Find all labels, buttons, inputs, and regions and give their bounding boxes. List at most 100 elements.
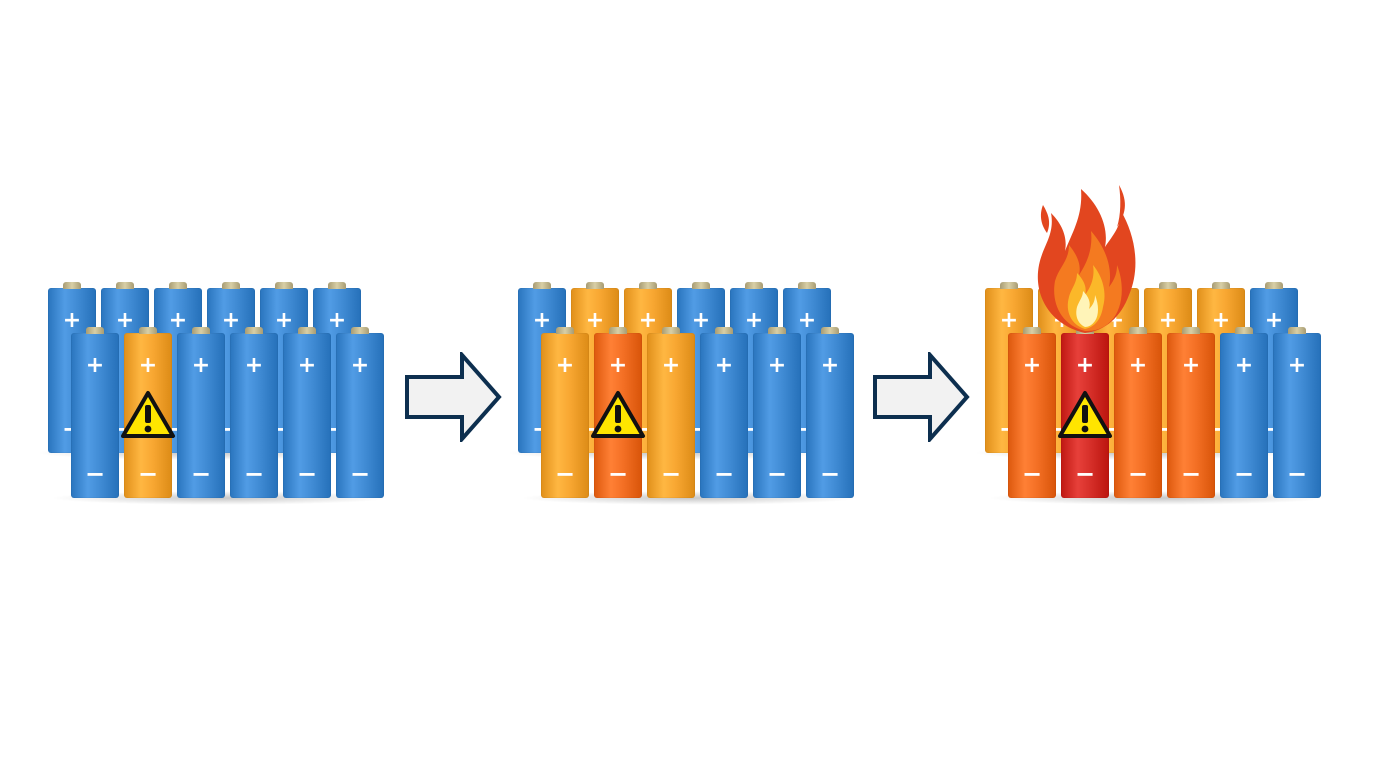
positive-sign: +: [1287, 353, 1307, 378]
warning-triangle-icon: [121, 391, 175, 438]
battery-cell-front: +−: [647, 327, 695, 498]
negative-sign: −: [190, 460, 212, 488]
battery-cell-front: +−: [541, 327, 589, 498]
battery-terminal-cap: [1159, 282, 1177, 289]
battery-terminal-cap: [86, 327, 104, 334]
battery-terminal-cap: [1288, 327, 1306, 334]
positive-sign: +: [115, 308, 135, 333]
battery-terminal-cap: [715, 327, 733, 334]
positive-sign: +: [820, 353, 840, 378]
battery-cell-front: +−: [806, 327, 854, 498]
positive-sign: +: [244, 353, 264, 378]
battery-cell-front: +−: [1008, 327, 1056, 498]
negative-sign: −: [607, 460, 629, 488]
positive-sign: +: [1075, 353, 1095, 378]
positive-sign: +: [297, 353, 317, 378]
battery-terminal-cap: [1212, 282, 1230, 289]
negative-sign: −: [137, 460, 159, 488]
battery-cell-front: +−: [1167, 327, 1215, 498]
negative-sign: −: [1286, 460, 1308, 488]
battery-terminal-cap: [586, 282, 604, 289]
warning-triangle-icon: [1058, 391, 1112, 438]
battery-terminal-cap: [1023, 327, 1041, 334]
positive-sign: +: [274, 308, 294, 333]
battery-terminal-cap: [768, 327, 786, 334]
positive-sign: +: [221, 308, 241, 333]
positive-sign: +: [1211, 308, 1231, 333]
negative-sign: −: [1074, 460, 1096, 488]
right-arrow-icon: [405, 352, 502, 442]
battery-cell-front: +−: [336, 327, 384, 498]
fire-icon: [1037, 185, 1136, 333]
positive-sign: +: [1158, 308, 1178, 333]
right-arrow-icon: [873, 352, 970, 442]
battery-terminal-cap: [533, 282, 551, 289]
positive-sign: +: [1128, 353, 1148, 378]
battery-terminal-cap: [351, 327, 369, 334]
negative-sign: −: [296, 460, 318, 488]
battery-terminal-cap: [1000, 282, 1018, 289]
positive-sign: +: [1234, 353, 1254, 378]
positive-sign: +: [691, 308, 711, 333]
battery-terminal-cap: [639, 282, 657, 289]
battery-cell-front: +−: [1220, 327, 1268, 498]
battery-cell-front: +−: [177, 327, 225, 498]
battery-cell-front: +−: [71, 327, 119, 498]
positive-sign: +: [327, 308, 347, 333]
negative-sign: −: [1127, 460, 1149, 488]
positive-sign: +: [532, 308, 552, 333]
battery-cell-front: +−: [700, 327, 748, 498]
negative-sign: −: [84, 460, 106, 488]
battery-terminal-cap: [245, 327, 263, 334]
negative-sign: −: [1233, 460, 1255, 488]
positive-sign: +: [1181, 353, 1201, 378]
positive-sign: +: [585, 308, 605, 333]
battery-terminal-cap: [1129, 327, 1147, 334]
negative-sign: −: [554, 460, 576, 488]
positive-sign: +: [714, 353, 734, 378]
battery-terminal-cap: [169, 282, 187, 289]
battery-terminal-cap: [821, 327, 839, 334]
battery-terminal-cap: [63, 282, 81, 289]
battery-cell-front: +−: [283, 327, 331, 498]
negative-sign: −: [1021, 460, 1043, 488]
positive-sign: +: [350, 353, 370, 378]
positive-sign: +: [168, 308, 188, 333]
battery-terminal-cap: [1182, 327, 1200, 334]
positive-sign: +: [1022, 353, 1042, 378]
battery-cell-front: +−: [230, 327, 278, 498]
battery-terminal-cap: [275, 282, 293, 289]
battery-terminal-cap: [139, 327, 157, 334]
positive-sign: +: [608, 353, 628, 378]
positive-sign: +: [767, 353, 787, 378]
battery-terminal-cap: [662, 327, 680, 334]
negative-sign: −: [660, 460, 682, 488]
negative-sign: −: [713, 460, 735, 488]
positive-sign: +: [85, 353, 105, 378]
battery-cell-front: +−: [1273, 327, 1321, 498]
battery-pack-stage-2: +−+−+−+−+−+−+−+−+−+−+−+−: [506, 270, 870, 530]
battery-terminal-cap: [328, 282, 346, 289]
positive-sign: +: [797, 308, 817, 333]
battery-terminal-cap: [1235, 327, 1253, 334]
battery-pack-stage-1: +−+−+−+−+−+−+−+−+−+−+−+−: [36, 270, 400, 530]
battery-terminal-cap: [222, 282, 240, 289]
positive-sign: +: [1264, 308, 1284, 333]
positive-sign: +: [555, 353, 575, 378]
battery-terminal-cap: [556, 327, 574, 334]
positive-sign: +: [638, 308, 658, 333]
battery-cell-front: +−: [753, 327, 801, 498]
positive-sign: +: [62, 308, 82, 333]
positive-sign: +: [999, 308, 1019, 333]
battery-terminal-cap: [745, 282, 763, 289]
negative-sign: −: [1180, 460, 1202, 488]
positive-sign: +: [191, 353, 211, 378]
battery-cell-front: +−: [1114, 327, 1162, 498]
positive-sign: +: [661, 353, 681, 378]
negative-sign: −: [766, 460, 788, 488]
battery-terminal-cap: [298, 327, 316, 334]
battery-terminal-cap: [798, 282, 816, 289]
negative-sign: −: [349, 460, 371, 488]
battery-terminal-cap: [192, 327, 210, 334]
